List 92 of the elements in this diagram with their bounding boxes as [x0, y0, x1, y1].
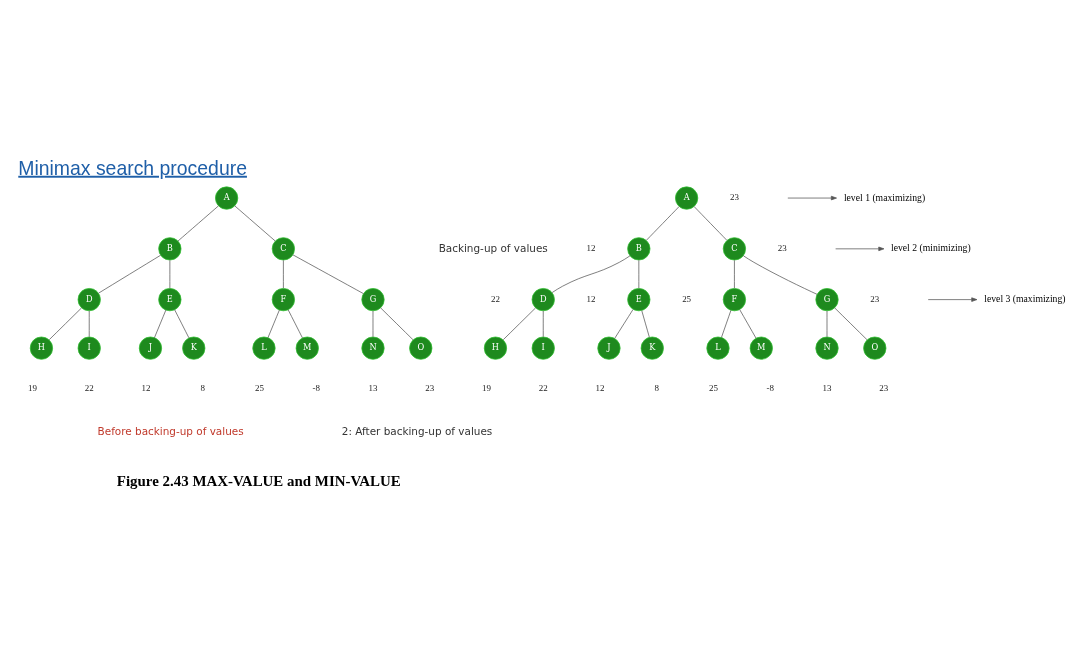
- node-circle: D: [531, 288, 555, 312]
- node-label: 12: [586, 243, 596, 254]
- node-circle: N: [815, 336, 839, 360]
- node-circle: N: [361, 336, 385, 360]
- connector: [693, 206, 728, 241]
- connector: [177, 205, 219, 242]
- node-label: 23: [870, 293, 880, 304]
- connector: [721, 309, 732, 338]
- node-label: 23: [777, 243, 787, 254]
- node-circle: H: [29, 336, 53, 360]
- node-label: 13: [822, 383, 832, 394]
- connector: [154, 309, 167, 339]
- connector: [638, 259, 640, 289]
- connector: [826, 310, 828, 338]
- arrow: [835, 246, 885, 252]
- diagram-title: Minimax search procedure: [18, 156, 247, 179]
- connector: [48, 307, 82, 341]
- connector: [292, 254, 364, 294]
- connector: [174, 309, 190, 339]
- arrow: [927, 297, 978, 302]
- node-label: 23: [729, 192, 739, 203]
- node-label: 12: [586, 293, 596, 304]
- node-circle: E: [627, 288, 651, 312]
- node-label: 25: [255, 383, 264, 394]
- connector: [641, 310, 650, 338]
- node-label: 22: [490, 293, 500, 304]
- node-circle: G: [815, 288, 839, 312]
- connector: [287, 309, 303, 339]
- node-circle: K: [182, 336, 206, 360]
- node-circle: L: [252, 336, 276, 360]
- connector: [234, 205, 276, 242]
- arrow: [787, 195, 837, 201]
- node-circle: C: [722, 237, 746, 261]
- node-label: 12: [141, 383, 151, 394]
- node-label: 8: [654, 383, 659, 394]
- connector: [372, 310, 374, 338]
- connector: [734, 259, 735, 289]
- node-circle: K: [640, 336, 664, 360]
- connector: [98, 254, 161, 294]
- node-label: -8: [766, 383, 774, 394]
- node-circle: C: [271, 237, 295, 261]
- node-text: level 1 (maximizing): [843, 191, 926, 203]
- node-label: 8: [200, 383, 205, 394]
- node-circle: I: [77, 336, 101, 360]
- node-circle: B: [627, 237, 651, 261]
- caption: Figure 2.43 MAX-VALUE and MIN-VALUE: [116, 472, 401, 489]
- node-circle: A: [215, 186, 239, 210]
- connector: [739, 309, 757, 339]
- label: 2: After backing-up of values: [341, 424, 493, 437]
- node-label: -8: [312, 383, 320, 394]
- node-circle: I: [531, 336, 555, 360]
- label: Before backing-up of values: [97, 424, 244, 437]
- node-circle: B: [158, 237, 182, 261]
- node-label: 23: [879, 383, 889, 394]
- node-circle: A: [675, 186, 699, 210]
- node-circle: H: [483, 336, 508, 360]
- connector: [267, 309, 280, 339]
- node-label: 19: [27, 383, 37, 394]
- connector: [614, 309, 634, 339]
- node-text: level 2 (minimizing): [890, 242, 971, 254]
- label: Backing-up of values: [438, 241, 548, 254]
- node-circle: O: [863, 336, 887, 360]
- node-circle: F: [271, 288, 295, 312]
- node-circle: M: [295, 336, 319, 360]
- node-circle: G: [361, 288, 385, 312]
- node-label: 19: [482, 383, 491, 394]
- node-label: 13: [368, 383, 378, 394]
- node-circle: M: [749, 336, 773, 360]
- node-label: 25: [709, 383, 718, 394]
- node-circle: E: [158, 288, 182, 312]
- node-label: 22: [538, 383, 548, 394]
- node-label: 25: [682, 293, 692, 304]
- node-circle: J: [597, 336, 621, 360]
- node-circle: D: [77, 288, 101, 312]
- node-label: 23: [425, 383, 435, 394]
- node-circle: J: [138, 336, 163, 360]
- connector: [169, 259, 171, 289]
- node-circle: F: [722, 288, 746, 312]
- node-circle: O: [409, 336, 433, 360]
- node-circle: L: [706, 336, 730, 360]
- connector: [542, 310, 544, 338]
- node-text: level 3 (maximizing): [984, 293, 1066, 305]
- connector: [743, 255, 818, 295]
- connector: [834, 307, 868, 341]
- connector: [646, 206, 680, 241]
- connector: [502, 307, 536, 341]
- node-label: 22: [84, 383, 94, 394]
- node-label: 12: [595, 383, 605, 394]
- connector: [551, 255, 631, 293]
- connector: [283, 259, 284, 289]
- connector: [88, 310, 90, 338]
- connector: [380, 307, 414, 341]
